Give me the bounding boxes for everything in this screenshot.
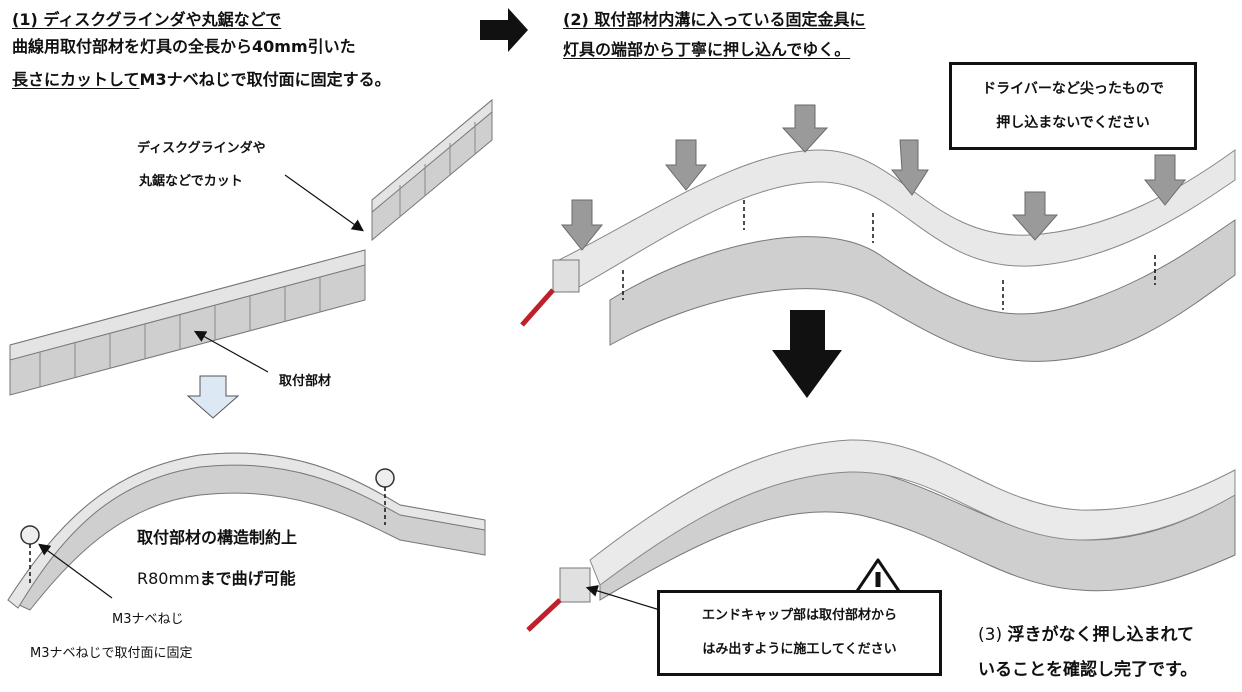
screw-leader-line xyxy=(38,543,113,599)
endcap-box: エンドキャップ部は取付部材から はみ出すように施工してください xyxy=(657,590,942,676)
constraint-line2: R80mmまで曲げ可能 xyxy=(137,565,296,589)
warning-box-line1: ドライバーなど尖ったもので xyxy=(982,81,1164,97)
mount-leader-line xyxy=(193,330,269,373)
step1-line2: 曲線用取付部材を灯具の全長から40mm引いた xyxy=(12,37,356,56)
step2-line2: 灯具の端部から丁寧に押し込んでゆく。 xyxy=(563,40,851,59)
clip-guides xyxy=(622,200,1156,310)
screw-fix-label: M3ナベねじで取付面に固定 xyxy=(30,646,193,661)
endcap-leader-line xyxy=(585,585,661,611)
step-arrow-right xyxy=(480,8,528,52)
cut-label-line1: ディスクグラインダや xyxy=(137,141,266,156)
mount-label: 取付部材 xyxy=(279,374,332,389)
cable-bottom xyxy=(526,598,562,632)
screw-label: M3ナベねじ xyxy=(112,612,184,627)
step3-number: (3) xyxy=(978,625,1003,645)
cable-top xyxy=(520,288,555,327)
warning-box: ドライバーなど尖ったもので 押し込まないでください xyxy=(949,62,1197,150)
cut-label-line2: 丸鋸などでカット xyxy=(139,174,243,189)
end-cap-bottom xyxy=(559,567,591,603)
curved-rail-mounted xyxy=(7,452,486,611)
screw-left-icon xyxy=(20,525,40,585)
step2-line1: (2) 取付部材内溝に入っている固定金具に xyxy=(563,10,866,29)
step1-line3: 長さにカットしてM3ナベねじで取付面に固定する。 xyxy=(12,66,391,90)
end-cap-top xyxy=(552,259,580,293)
constraint-radius: R80mm xyxy=(137,569,200,588)
endcap-box-line1: エンドキャップ部は取付部材から xyxy=(701,608,897,623)
wave-rail xyxy=(609,219,1236,362)
screw-right-icon xyxy=(375,468,395,525)
step1-line3-underlined: 長さにカットして xyxy=(12,70,140,89)
step3-line2: いることを確認し完了です。 xyxy=(978,660,1198,680)
wave-light-tube xyxy=(554,149,1236,293)
step3-line1: (3) 浮きがなく押し込まれて xyxy=(978,620,1194,645)
cut-leader-line xyxy=(284,174,364,232)
straight-rail-assembly xyxy=(9,98,493,396)
endcap-box-line2: はみ出すように施工してください xyxy=(702,642,897,657)
step-arrow-down-dark xyxy=(772,310,842,398)
step1-line1: (1) ディスクグラインダや丸鋸などで xyxy=(12,10,282,29)
step-arrow-down-light xyxy=(186,375,240,419)
constraint-line1: 取付部材の構造制約上 xyxy=(137,528,298,547)
press-arrows xyxy=(560,104,1187,251)
warning-box-line2: 押し込まないでください xyxy=(996,115,1150,131)
step1-line3-rest: M3ナベねじで取付面に固定する。 xyxy=(139,70,391,89)
finished-tube xyxy=(589,439,1236,586)
constraint-bend: まで曲げ可能 xyxy=(199,569,296,588)
step3-line1-text: 浮きがなく押し込まれて xyxy=(1007,625,1195,645)
